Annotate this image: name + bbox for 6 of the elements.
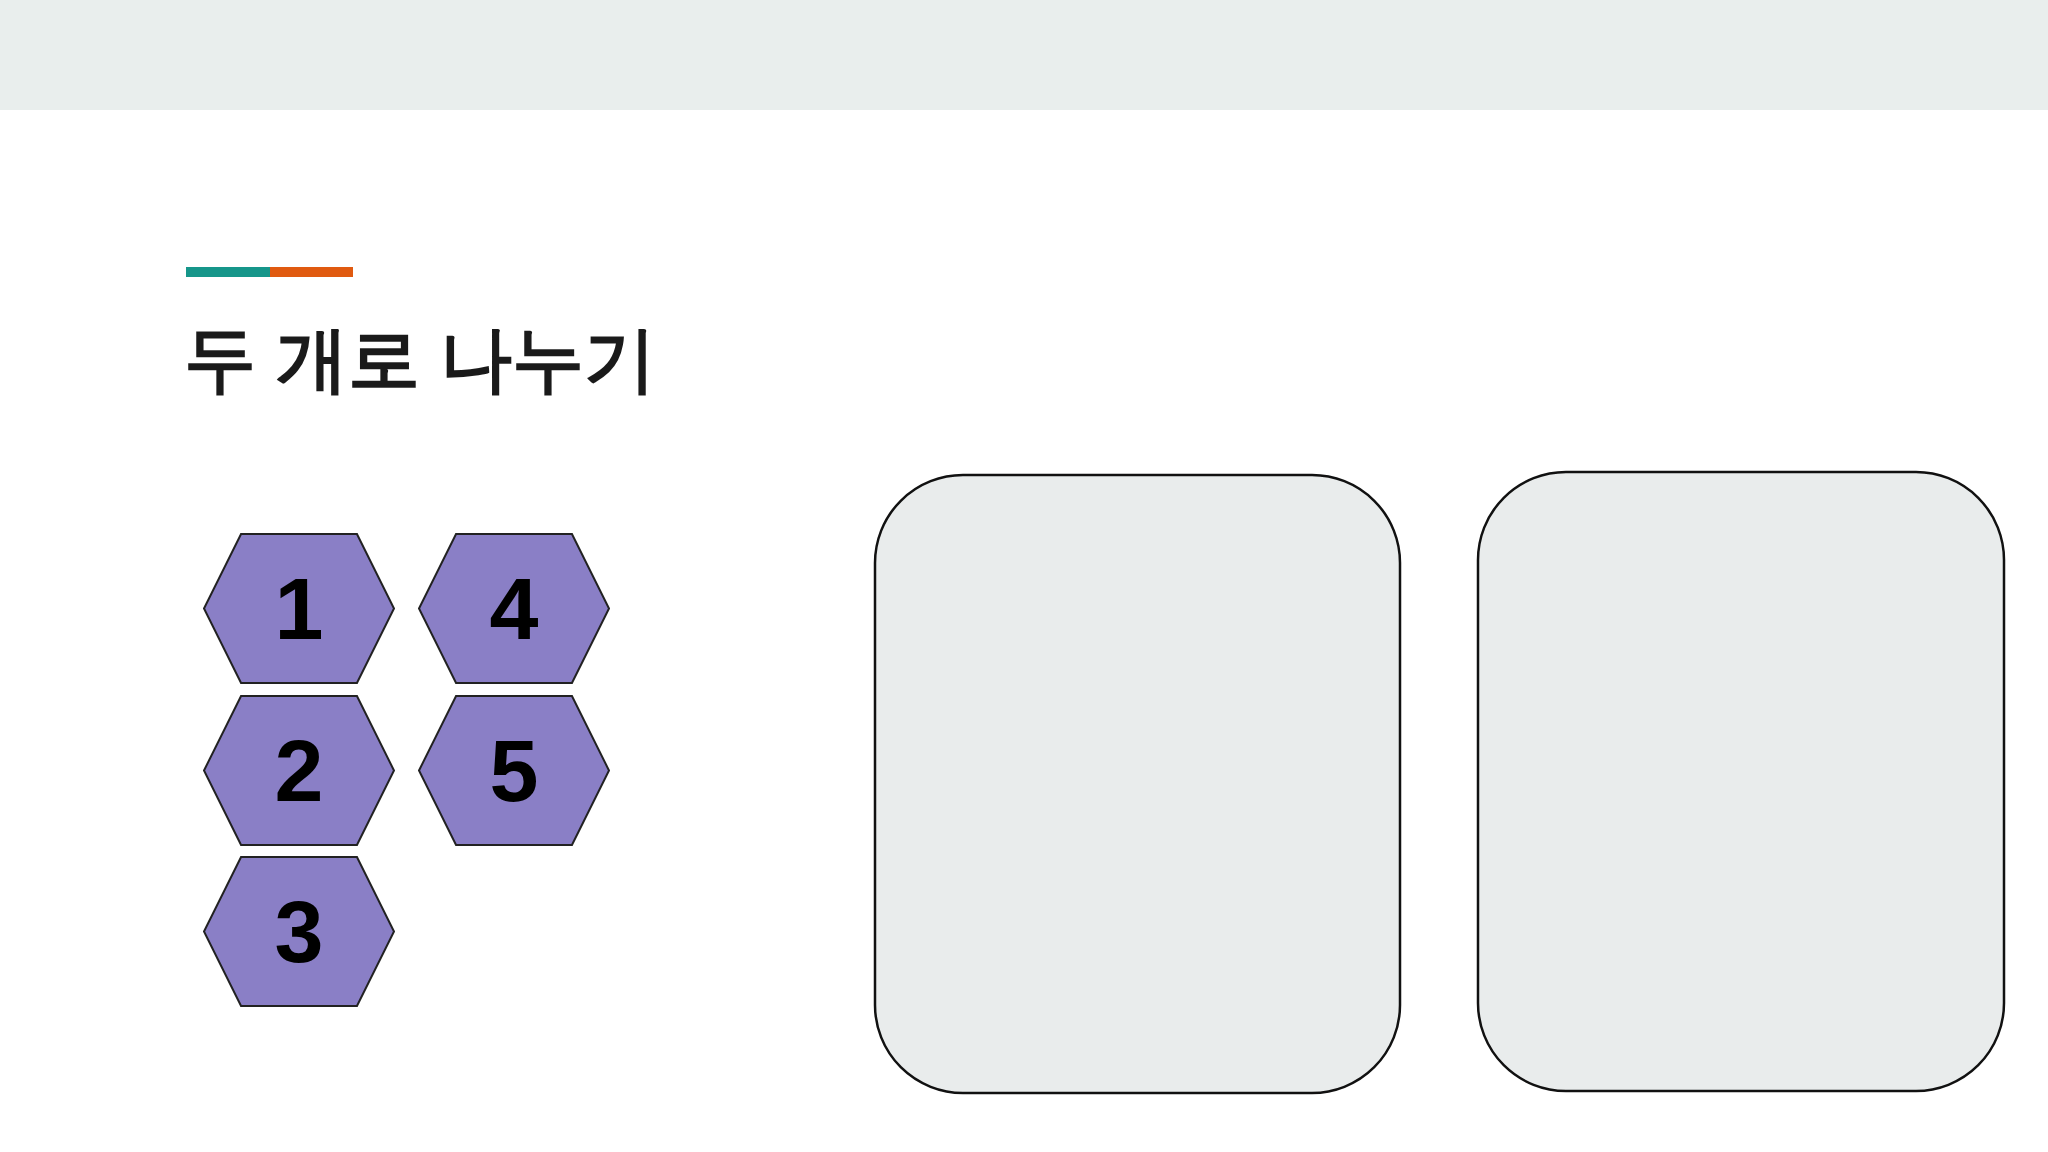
hexagon-number: 5 bbox=[489, 726, 539, 815]
hexagon-number: 4 bbox=[489, 564, 539, 653]
title: 두 개로 나누기 bbox=[184, 318, 656, 401]
hexagon-number: 3 bbox=[274, 887, 324, 976]
hexagon-number: 2 bbox=[274, 726, 324, 815]
hexagon-number: 1 bbox=[274, 564, 324, 653]
